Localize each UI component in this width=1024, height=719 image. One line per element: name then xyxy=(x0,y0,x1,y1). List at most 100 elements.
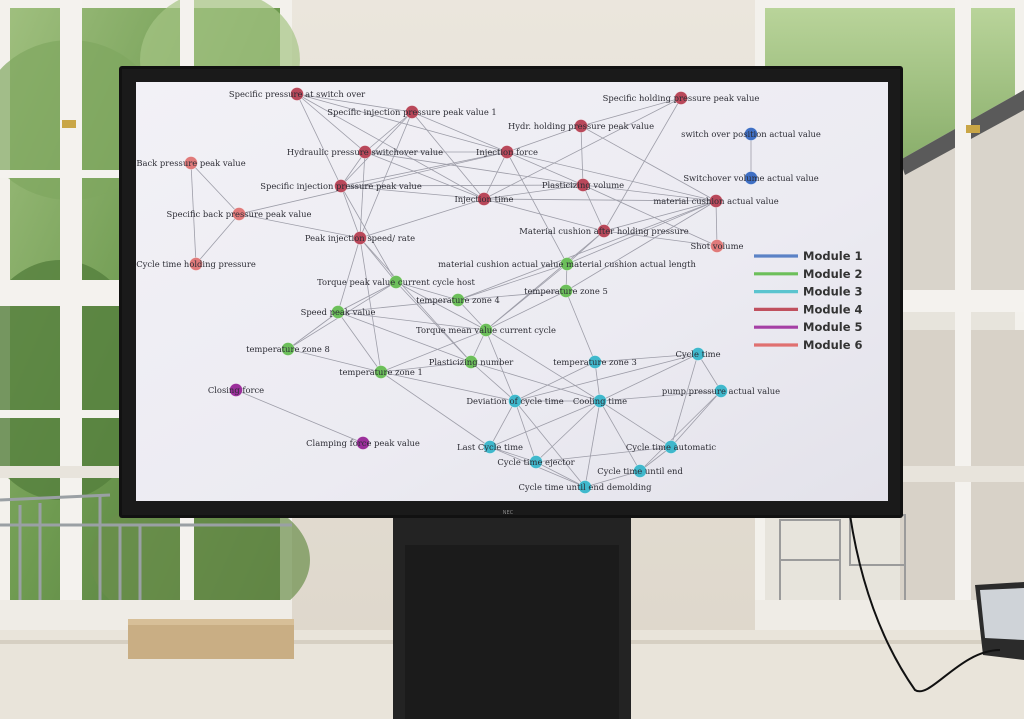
graph-edge xyxy=(340,151,366,187)
node-dot xyxy=(529,455,543,469)
node-dot xyxy=(464,355,478,369)
node-dot xyxy=(290,87,304,101)
node-label: Peak injection speed/ rate xyxy=(305,233,415,243)
graph-node: pump pressure actual value xyxy=(662,384,780,398)
graph-node: Cycle time automatic xyxy=(626,440,716,454)
node-label: Plasticizing volume xyxy=(542,180,624,190)
node-label: Speed peak value xyxy=(301,307,376,317)
node-label: Injection force xyxy=(476,147,538,157)
graph-edge xyxy=(359,237,397,283)
node-label: Specific injection pressure peak value xyxy=(260,181,422,191)
graph-node: Cycle time until end xyxy=(597,464,683,478)
graph-node: Switchover volume actual value xyxy=(683,171,819,185)
legend-label: Module 3 xyxy=(803,285,863,299)
graph-edge xyxy=(359,111,413,239)
legend-label: Module 4 xyxy=(803,302,863,316)
node-dot xyxy=(508,394,522,408)
graph-edge xyxy=(411,111,508,153)
node-dot xyxy=(744,171,758,185)
graph-edge xyxy=(483,184,584,200)
graph-edge xyxy=(485,329,516,402)
graph-edge xyxy=(670,390,722,448)
graph-edge xyxy=(337,311,382,373)
graph-edge xyxy=(489,400,601,448)
node-label: Torque mean value current cycle xyxy=(416,325,556,335)
graph-edge xyxy=(485,329,601,402)
node-dot xyxy=(353,231,367,245)
graph-edge xyxy=(287,348,382,373)
graph-edge xyxy=(470,361,601,402)
graph-edge xyxy=(565,200,717,292)
graph-node: Specific pressure at switch over xyxy=(229,87,365,101)
node-label: Torque peak value current cycle host xyxy=(317,277,475,287)
node-dot xyxy=(358,145,372,159)
graph-edge xyxy=(340,185,485,200)
graph-edge xyxy=(411,111,485,200)
graph-edge xyxy=(238,151,508,215)
graph-edge xyxy=(506,151,568,265)
graph-edge xyxy=(359,151,366,239)
node-label: switch over position actual value xyxy=(681,129,821,139)
node-dot xyxy=(500,145,514,159)
graph-edge xyxy=(489,446,537,463)
graph-edge xyxy=(514,361,596,402)
graph-edge xyxy=(582,184,717,202)
node-label: Clamping force peak value xyxy=(306,438,420,448)
graph-edge xyxy=(380,361,472,373)
graph-edge xyxy=(639,390,722,472)
node-dot xyxy=(374,365,388,379)
graph-node: Specific holding pressure peak value xyxy=(603,91,759,105)
node-dot xyxy=(405,105,419,119)
graph-edge xyxy=(506,125,582,153)
node-label: Cooling time xyxy=(573,396,627,406)
graph-node: Cycle time until end demolding xyxy=(518,480,652,494)
node-label: pump pressure actual value xyxy=(662,386,780,396)
graph-edge xyxy=(566,200,717,265)
graph-node: material cushion actual value xyxy=(653,194,779,208)
graph-edge xyxy=(697,353,722,392)
node-dot xyxy=(389,275,403,289)
node-label: Cycle time xyxy=(675,349,720,359)
node-dot xyxy=(477,192,491,206)
node-dot xyxy=(588,355,602,369)
graph-node: Specific injection pressure peak value xyxy=(260,179,422,193)
node-label: material cushion actual value material c… xyxy=(438,259,696,269)
graph-edge xyxy=(470,361,516,402)
node-dot xyxy=(229,383,243,397)
graph-node: temperature zone 1 xyxy=(339,365,423,379)
node-label: Hydraulic pressure switchover value xyxy=(287,147,443,157)
graph-node: Closing force xyxy=(208,383,264,397)
node-dot xyxy=(560,257,574,271)
node-label: Injection time xyxy=(454,194,513,204)
node-label: Shot volume xyxy=(691,241,744,251)
node-label: temperature zone 4 xyxy=(416,295,500,305)
graph-node: temperature zone 4 xyxy=(416,293,500,307)
graph-edge xyxy=(483,198,605,232)
node-dot xyxy=(576,178,590,192)
graph-edge xyxy=(715,200,718,247)
graph-edge xyxy=(395,281,487,331)
graph-edge xyxy=(340,185,397,283)
graph-edge xyxy=(364,151,485,200)
graph-edge xyxy=(359,237,472,363)
graph-edge xyxy=(364,151,584,186)
graph-edge xyxy=(535,400,601,463)
graph-edge xyxy=(670,353,699,448)
graph-edge xyxy=(364,111,413,153)
graph-edge xyxy=(296,93,413,113)
node-label: temperature zone 1 xyxy=(339,367,423,377)
node-dot xyxy=(356,436,370,450)
node-label: temperature zone 3 xyxy=(553,357,637,367)
graph-edge xyxy=(514,400,586,488)
legend-label: Module 1 xyxy=(803,249,863,263)
graph-edge xyxy=(514,353,699,402)
node-dot xyxy=(714,384,728,398)
graph-edge xyxy=(483,151,508,200)
graph-edge xyxy=(395,281,459,301)
graph-edge xyxy=(603,230,718,247)
graph-node: Hydraulic pressure switchover value xyxy=(287,145,443,159)
node-label: temperature zone 5 xyxy=(524,286,608,296)
graph-edge xyxy=(380,329,487,373)
graph-edge xyxy=(337,299,459,313)
graph-edge xyxy=(535,446,672,463)
